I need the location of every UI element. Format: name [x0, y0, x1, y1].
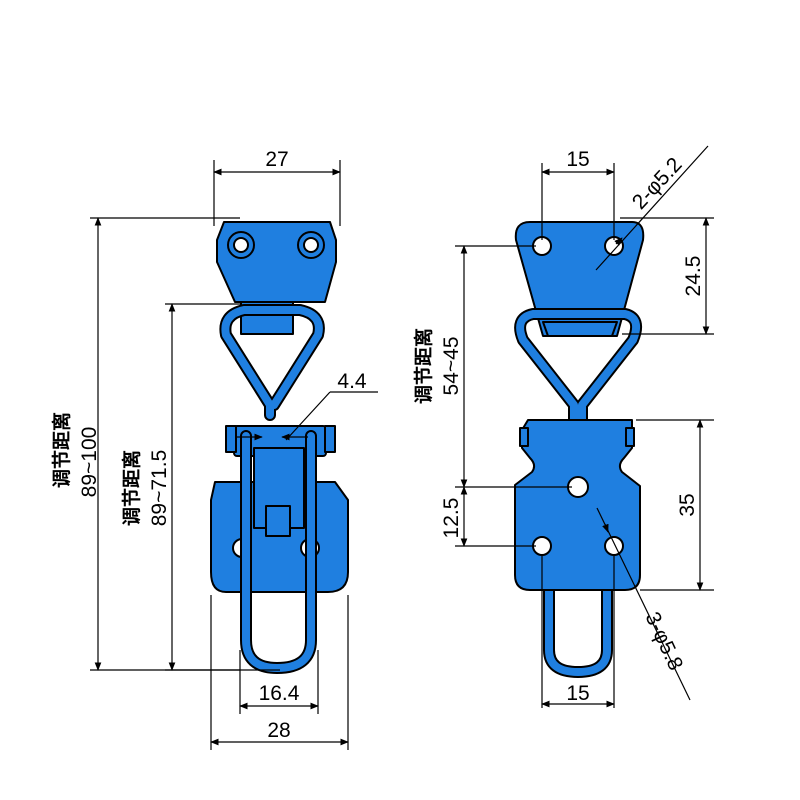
right-dim-base-height: 35 — [676, 493, 699, 516]
left-dim-top-width: 27 — [265, 148, 288, 171]
left-dim-total-height: 89~100 — [78, 427, 101, 498]
right-dim-top-height: 24.5 — [682, 256, 705, 297]
right-dim-hole-spacing-top: 15 — [566, 148, 589, 171]
right-dim-center-hole: 12.5 — [440, 498, 463, 539]
right-dim-adjust: 54~45 — [440, 337, 463, 396]
right-dim-adjust-label: 调节距离 — [412, 328, 435, 404]
right-dim-top-holes: 2-φ5.2 — [628, 153, 687, 214]
left-dim-loop-width: 16.4 — [259, 682, 300, 705]
left-dim-inner-height: 89~71.5 — [148, 450, 171, 527]
right-view: 15 2-φ5.2 24.5 54~45 调节距离 12.5 35 3-φ5.8 — [412, 145, 714, 708]
left-view: 27 89~100 调节距离 89~71.5 调节距离 4.4 16.4 28 — [50, 148, 378, 750]
left-top-hole-left — [233, 237, 249, 253]
right-dim-hole-spacing-bottom: 15 — [566, 682, 589, 705]
left-dim-inner-label: 调节距离 — [120, 450, 143, 526]
right-dim-bottom-holes: 3-φ5.8 — [640, 609, 687, 674]
left-dim-wire: 4.4 — [337, 370, 367, 393]
right-base-hole-right — [604, 536, 624, 556]
left-dim-total-label: 调节距离 — [50, 412, 73, 488]
left-dim-bottom-width: 28 — [267, 719, 290, 742]
left-top-hole-right — [303, 237, 319, 253]
right-base-plate — [514, 419, 641, 591]
